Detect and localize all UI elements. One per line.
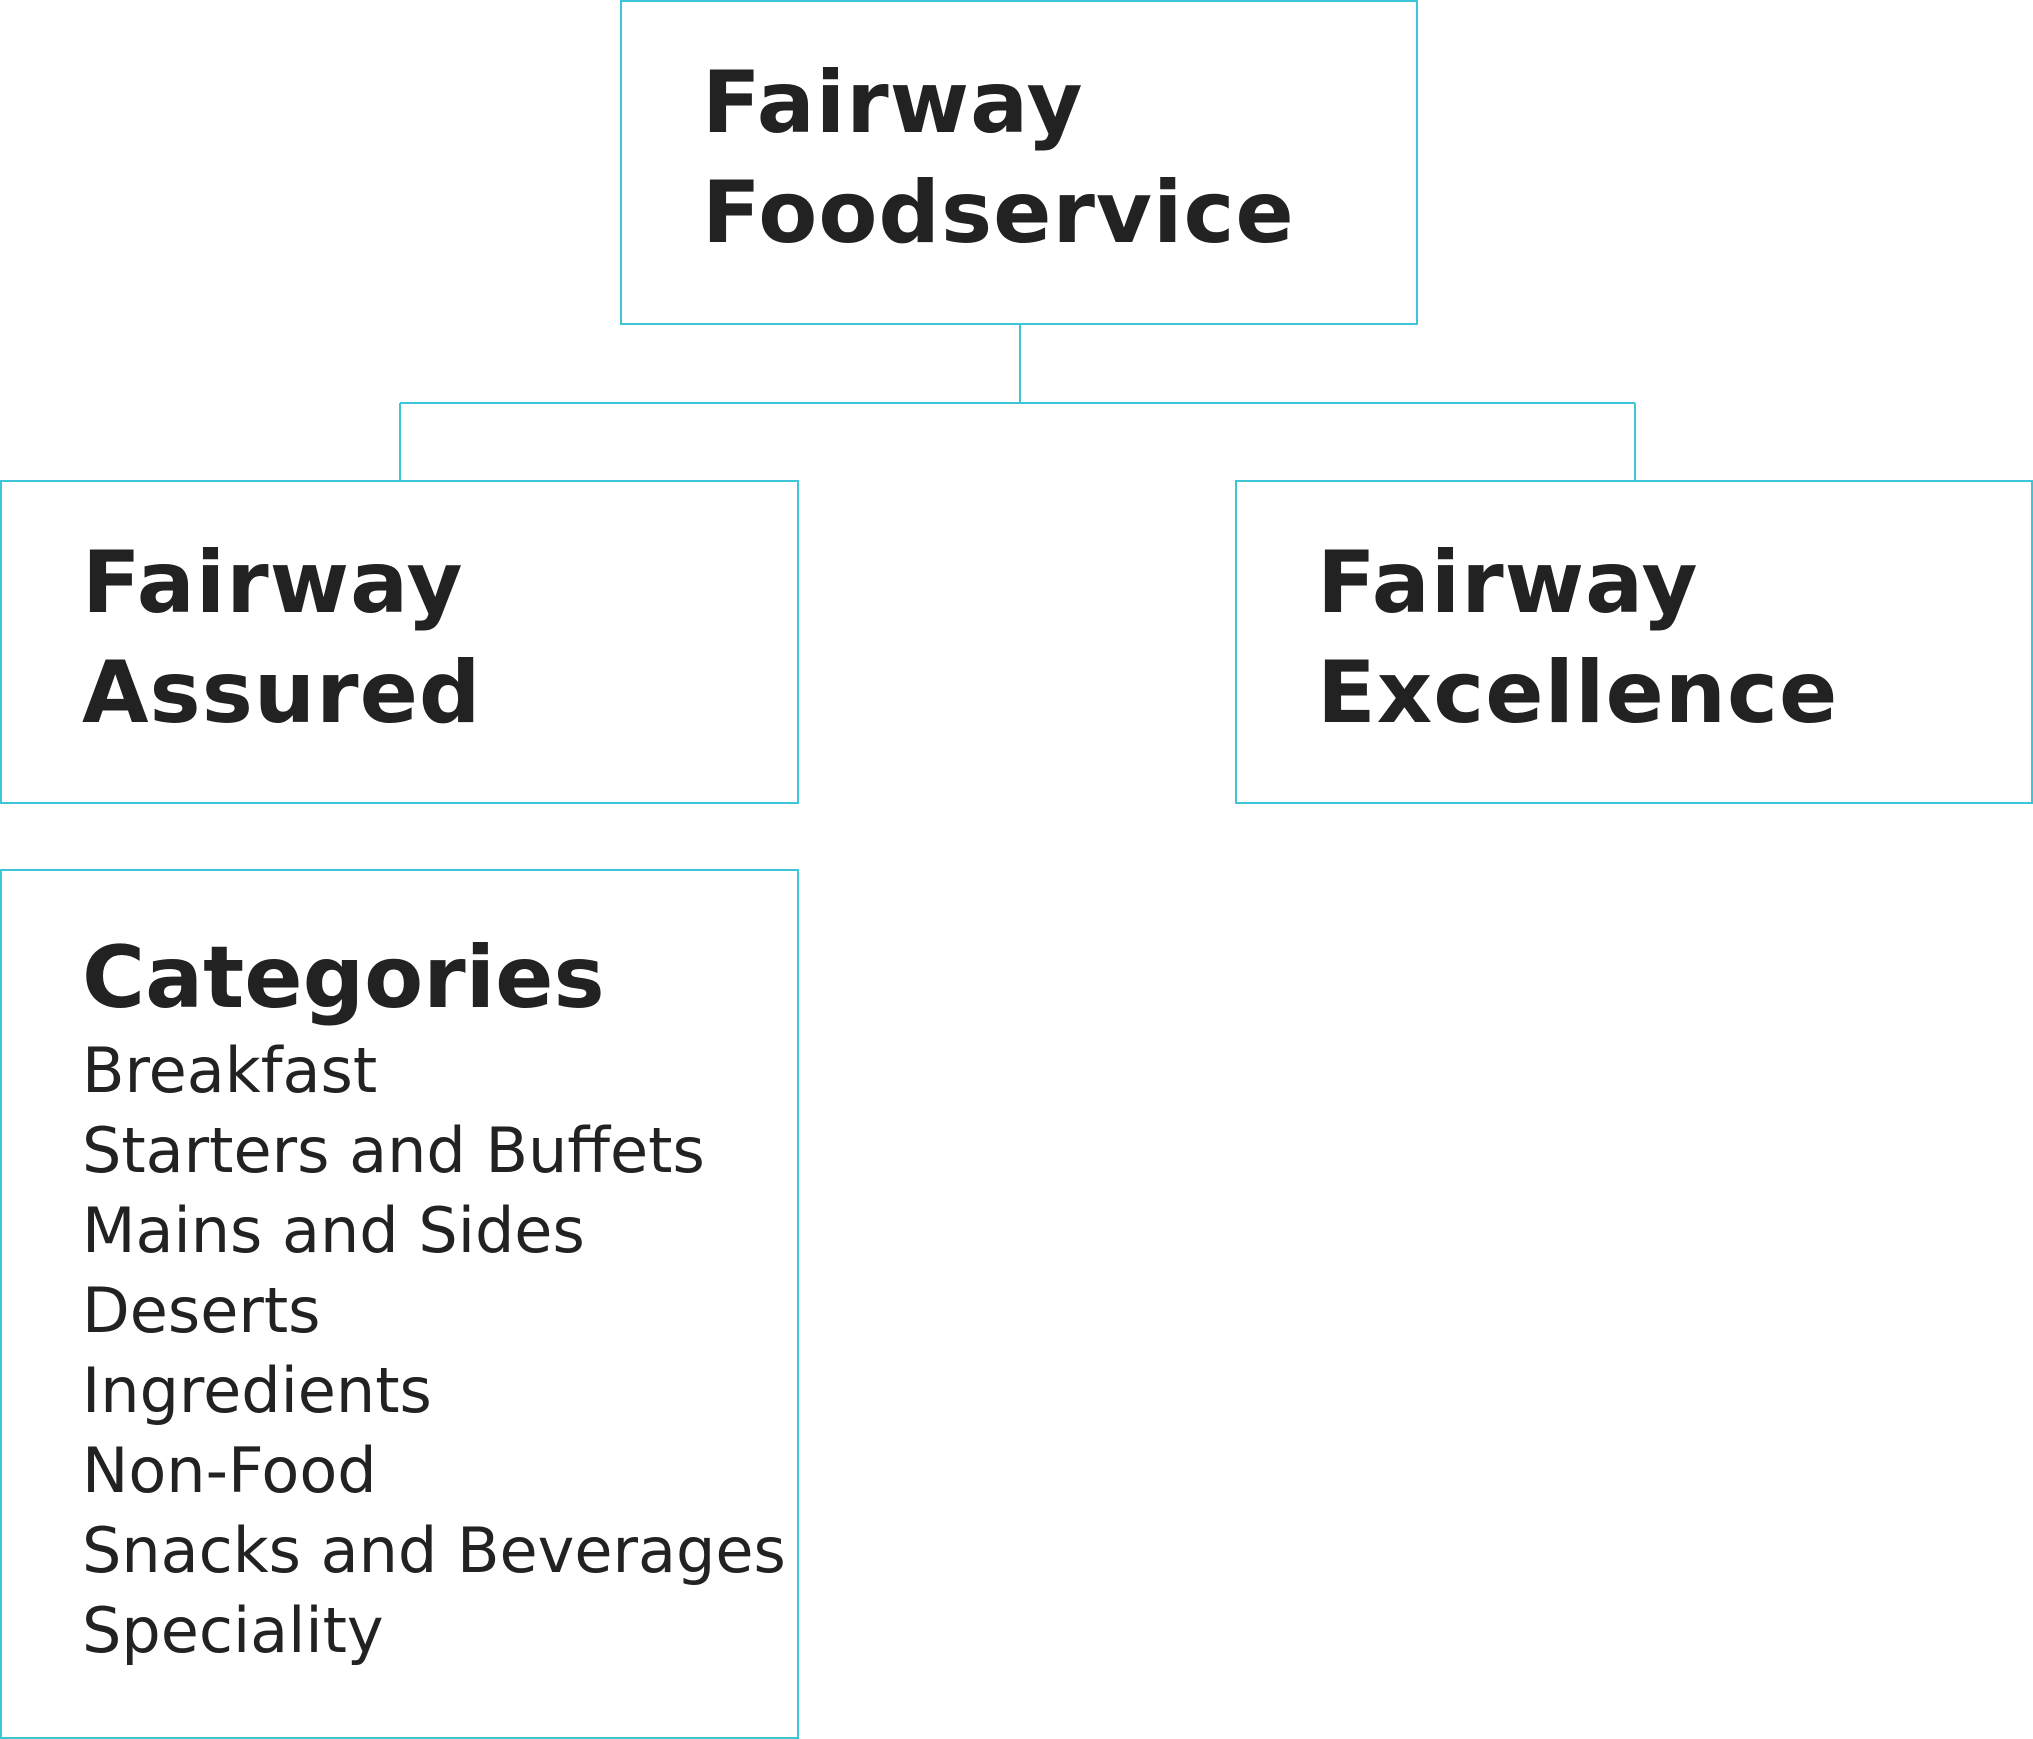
node-title-line1: Fairway xyxy=(702,53,1084,153)
node-title-line1: Fairway xyxy=(1317,533,1699,633)
category-item: Speciality xyxy=(82,1594,384,1667)
category-item: Snacks and Beverages xyxy=(82,1514,786,1587)
node-title-line2: Foodservice xyxy=(702,163,1295,263)
category-item: Ingredients xyxy=(82,1354,432,1427)
node-title-line2: Assured xyxy=(82,643,482,743)
node-title: Fairway Assured xyxy=(82,528,481,748)
category-item: Breakfast xyxy=(82,1034,378,1107)
category-item: Starters and Buffets xyxy=(82,1114,705,1187)
node-title-line2: Excellence xyxy=(1317,643,1839,743)
node-fairway-excellence: Fairway Excellence xyxy=(1235,480,2033,804)
node-fairway-assured: Fairway Assured xyxy=(0,480,799,804)
node-title: Fairway Excellence xyxy=(1317,528,1838,748)
node-title: Fairway Foodservice xyxy=(702,48,1295,268)
categories-list: Breakfast Starters and Buffets Mains and… xyxy=(82,1031,786,1671)
categories-box: Categories Breakfast Starters and Buffet… xyxy=(0,869,799,1739)
category-item: Mains and Sides xyxy=(82,1194,585,1267)
node-fairway-foodservice: Fairway Foodservice xyxy=(620,0,1418,325)
categories-heading: Categories xyxy=(82,928,605,1028)
category-item: Non-Food xyxy=(82,1434,377,1507)
category-item: Deserts xyxy=(82,1274,321,1347)
node-title-line1: Fairway xyxy=(82,533,464,633)
